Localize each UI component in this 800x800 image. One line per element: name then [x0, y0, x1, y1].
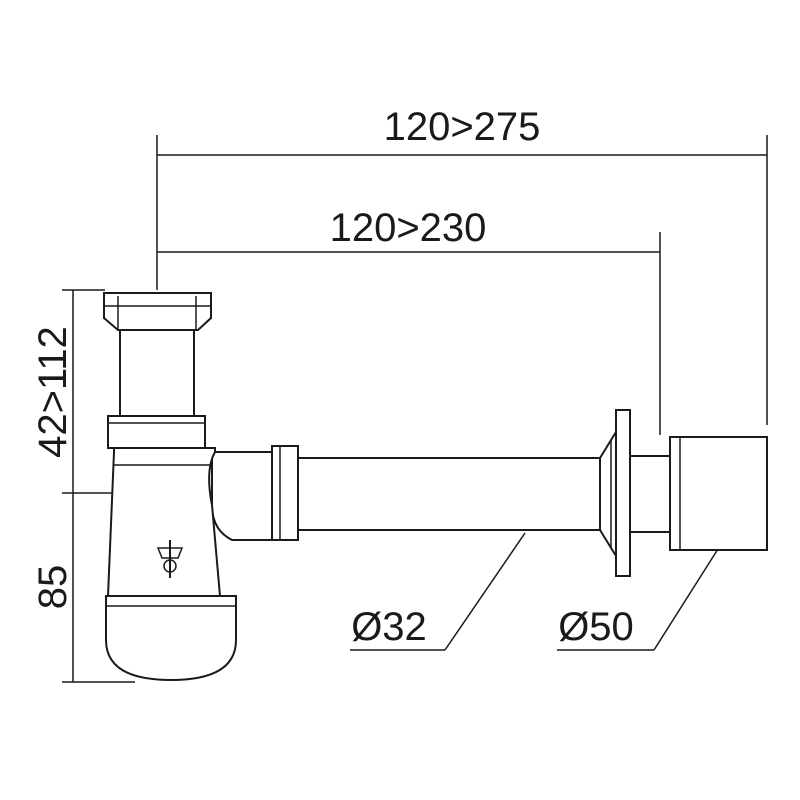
- leader-line-32: [444, 532, 526, 651]
- pipe-body: [297, 457, 601, 531]
- overall-length-label: 120>275: [384, 105, 541, 149]
- inlet-tube: [119, 329, 195, 417]
- trap-cup: [105, 595, 237, 682]
- wall-length-label: 120>230: [330, 206, 487, 250]
- dim-vertical: 42>112 85: [31, 289, 220, 683]
- outlet-elbow: [205, 445, 299, 541]
- flange-cone: [599, 428, 617, 560]
- dim-wall-length: 120>230: [157, 206, 661, 435]
- trap-body: [106, 447, 222, 597]
- socket-body: [669, 436, 768, 551]
- leader-pipe-diameter: Ø32: [350, 532, 526, 651]
- horizontal-pipe: [297, 457, 601, 531]
- drain-screw-icon: [156, 540, 184, 578]
- screw-ring: [163, 559, 177, 573]
- leader-outlet-diameter: Ø50: [557, 548, 719, 651]
- dim-overall-length: 120>275: [156, 105, 768, 425]
- socket-neck: [629, 455, 671, 533]
- elbow-body: [205, 451, 273, 541]
- trap-height-label: 85: [31, 565, 75, 610]
- collar-ring: [107, 415, 206, 449]
- outlet-diameter-label: Ø50: [558, 605, 634, 649]
- threaded-inlet-nut: [103, 292, 212, 331]
- flange-plate: [615, 409, 631, 577]
- bottle-trap: [103, 292, 237, 682]
- screw-head: [156, 547, 184, 559]
- inlet-height-label: 42>112: [31, 326, 75, 458]
- leader-line-50: [653, 548, 719, 651]
- wall-socket: [629, 436, 768, 551]
- pipe-diameter-label: Ø32: [351, 605, 427, 649]
- wall-flange: [599, 409, 631, 577]
- elbow-nut: [271, 445, 299, 541]
